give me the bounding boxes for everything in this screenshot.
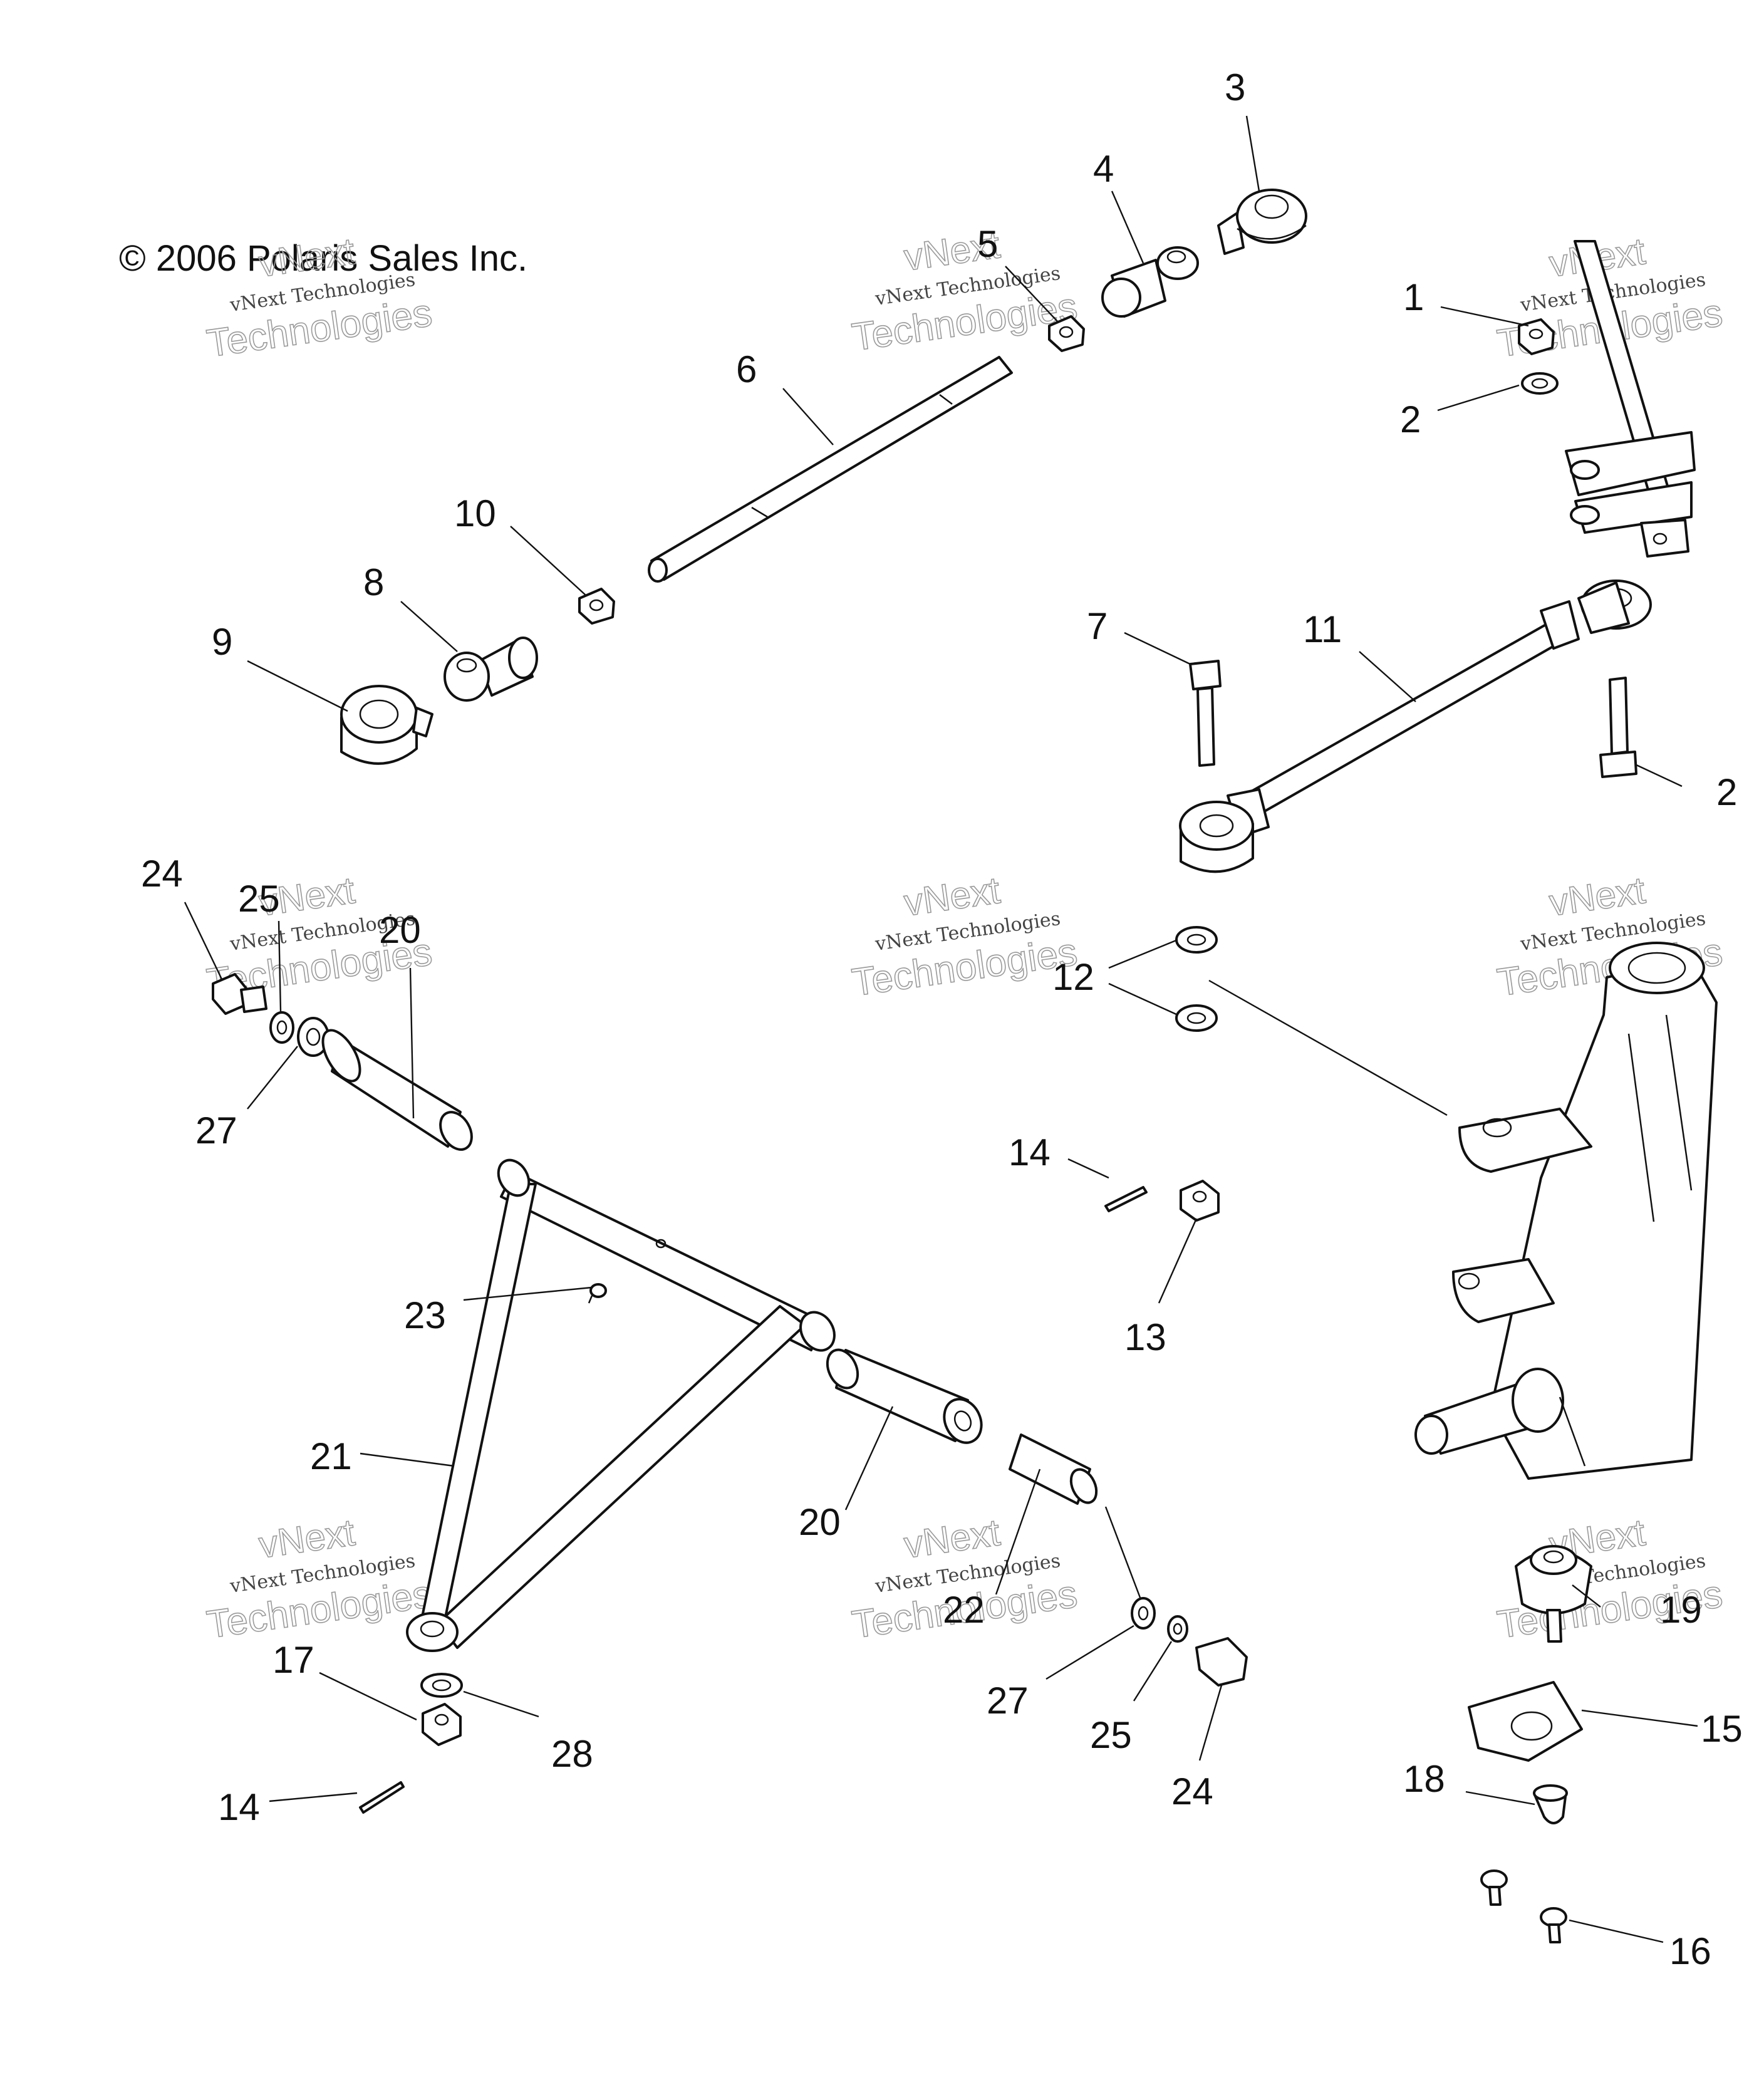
- callout-9: 9: [212, 621, 232, 663]
- callout-24: 24: [1171, 1770, 1213, 1812]
- jam-nut-5: [1048, 315, 1085, 352]
- tie-rod-assembly-11: [1179, 580, 1652, 873]
- callout-3: 3: [1225, 66, 1245, 108]
- plate-15: [1468, 1681, 1583, 1762]
- watermark-top: vNext: [256, 1511, 358, 1566]
- callout-28: 28: [551, 1733, 593, 1775]
- washer-28: [420, 1673, 463, 1698]
- cotter-pin-14a: [1104, 1186, 1148, 1212]
- watermark-top: vNext: [901, 869, 1003, 924]
- callout-24: 24: [141, 853, 183, 895]
- callout-6: 6: [736, 348, 757, 390]
- screw-16a: [1480, 1869, 1508, 1906]
- watermark: vNext vNext Technologies Technologies: [204, 1510, 435, 1647]
- castle-nut-17: [422, 1703, 462, 1746]
- bolt-24b: [1195, 1637, 1248, 1687]
- nut-10: [578, 588, 615, 625]
- callout-21: 21: [310, 1435, 352, 1477]
- screw-16b: [1540, 1907, 1567, 1943]
- lock-washer-25a: [269, 1011, 294, 1044]
- bushing-20a: [321, 1029, 473, 1151]
- callout-16: 16: [1669, 1930, 1711, 1972]
- a-arm-21: [406, 1158, 836, 1652]
- tie-rod-end-4: [1101, 246, 1199, 318]
- cotter-pin-14b: [359, 1781, 405, 1814]
- watermark: vNext vNext Technologies Technologies: [849, 223, 1081, 360]
- bolt-24a: [212, 973, 267, 1015]
- watermark-top: vNext: [1547, 869, 1648, 924]
- spacer-22: [1009, 1433, 1098, 1505]
- castle-nut-13: [1180, 1180, 1220, 1222]
- rod-end-3: [1217, 189, 1307, 255]
- watermark-top: vNext: [901, 1511, 1003, 1566]
- callout-1: 1: [1403, 276, 1424, 318]
- callout-25: 25: [238, 878, 280, 920]
- grease-fitting-23: [588, 1283, 607, 1304]
- boot-18: [1533, 1784, 1568, 1824]
- washer-2: [1521, 372, 1559, 395]
- callout-27: 27: [987, 1680, 1029, 1722]
- callout-14: 14: [218, 1786, 260, 1828]
- callout-19: 19: [1660, 1589, 1702, 1631]
- spindle-knuckle: [1414, 942, 1718, 1480]
- callout-4: 4: [1093, 148, 1114, 190]
- callout-2: 2: [1716, 771, 1737, 813]
- callout-27: 27: [195, 1110, 237, 1152]
- callout-7: 7: [1087, 605, 1108, 647]
- bolt-7: [1189, 660, 1222, 767]
- copyright-text: © 2006 Polaris Sales Inc.: [119, 238, 527, 279]
- bushing-20b: [826, 1348, 983, 1444]
- steering-column: [1565, 240, 1696, 558]
- watermark: vNext vNext Technologies Technologies: [849, 868, 1081, 1005]
- tie-rod-6: [648, 356, 1013, 583]
- callout-23: 23: [404, 1294, 446, 1336]
- bolt-2b: [1599, 677, 1637, 778]
- callout-13: 13: [1124, 1316, 1166, 1358]
- tie-rod-end-8: [444, 637, 538, 702]
- nut-1: [1518, 318, 1555, 355]
- callout-20: 20: [799, 1501, 841, 1543]
- washer-12a: [1175, 926, 1218, 954]
- callout-25: 25: [1090, 1714, 1132, 1756]
- ball-joint-19: [1515, 1545, 1592, 1643]
- callout-11: 11: [1303, 608, 1342, 650]
- washer-12b: [1175, 1004, 1218, 1032]
- callout-12: 12: [1052, 956, 1094, 998]
- callout-18: 18: [1403, 1758, 1445, 1800]
- washer-27b: [1131, 1597, 1156, 1630]
- leader-lines: [184, 115, 1698, 1943]
- bearing-9: [340, 685, 433, 765]
- lock-washer-25b: [1167, 1615, 1188, 1643]
- callout-labels: 1 2 2 3 4 5 6 7 8 9 10 11 12 13 14 14 15…: [141, 66, 1743, 1972]
- callout-20: 20: [379, 909, 421, 951]
- callout-2: 2: [1400, 398, 1421, 440]
- callout-5: 5: [977, 223, 998, 265]
- callout-8: 8: [363, 561, 384, 603]
- callout-17: 17: [272, 1639, 314, 1681]
- callout-15: 15: [1701, 1708, 1743, 1750]
- callout-22: 22: [943, 1589, 985, 1631]
- callout-14: 14: [1009, 1131, 1051, 1173]
- callout-10: 10: [454, 492, 496, 534]
